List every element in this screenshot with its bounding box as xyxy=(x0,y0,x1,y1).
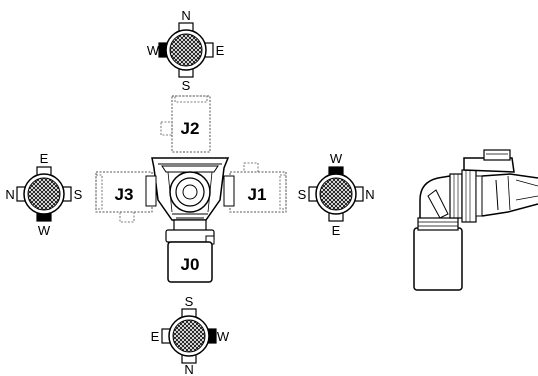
joint-j3: J3 xyxy=(95,171,153,223)
joint-j3-label: J3 xyxy=(115,185,134,204)
joint-j0: J0 xyxy=(165,219,215,283)
compass-left-up-label: E xyxy=(40,151,49,166)
joint-j2-label: J2 xyxy=(181,119,200,138)
compass-top-down-label: S xyxy=(182,78,191,93)
compass-left: E W N S xyxy=(5,151,82,238)
compass-bottom-right-label: W xyxy=(217,329,230,344)
joint-j2: J2 xyxy=(160,95,211,153)
compass-right-up-label: W xyxy=(330,151,343,166)
compass-top-up-label: N xyxy=(181,8,190,23)
compass-bottom-up-label: S xyxy=(185,294,194,309)
compass-bottom-down-label: N xyxy=(184,362,193,376)
joint-j1-label: J1 xyxy=(248,185,267,204)
compass-left-right-label: S xyxy=(74,187,83,202)
compass-right-left-label: S xyxy=(298,187,307,202)
compass-right-down-label: E xyxy=(332,223,341,238)
compass-left-left-label: N xyxy=(5,187,14,202)
compass-top: N S W E xyxy=(147,8,225,93)
joint-j1: J1 xyxy=(229,162,287,213)
compass-bottom-left-label: E xyxy=(151,329,160,344)
central-housing xyxy=(145,157,235,221)
joint-j0-label: J0 xyxy=(181,255,200,274)
compass-left-down-label: W xyxy=(38,223,51,238)
compass-top-left-label: W xyxy=(147,43,160,58)
robot-side-view xyxy=(413,149,538,291)
compass-right: W E S N xyxy=(298,151,375,238)
compass-right-right-label: N xyxy=(365,187,374,202)
compass-bottom: S N E W xyxy=(151,294,230,376)
compass-top-right-label: E xyxy=(216,43,225,58)
robot-top-view: J2 J3 J1 xyxy=(95,95,287,283)
